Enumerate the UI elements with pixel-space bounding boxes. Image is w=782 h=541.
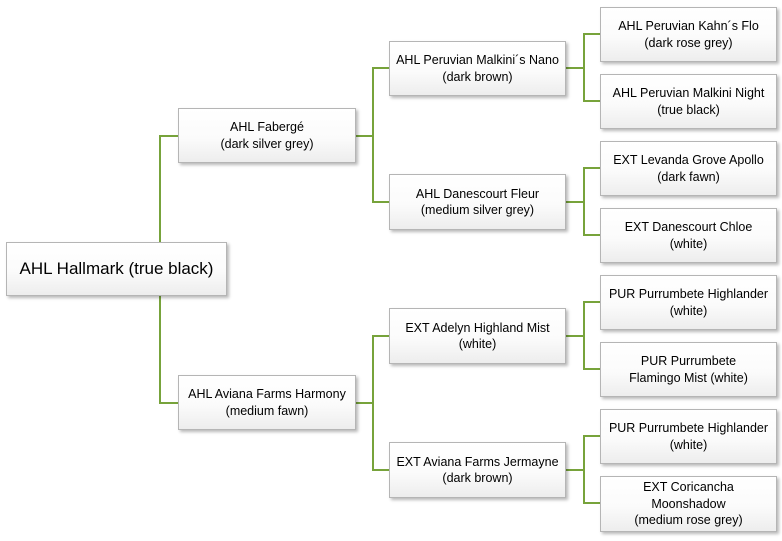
ds-dam-name: PUR Purrumbete <box>640 354 737 368</box>
connector-sd-branch <box>583 167 600 236</box>
ss-dam-node: AHL Peruvian Malkini Night (true black) <box>600 74 777 129</box>
sd-sire-color: (dark fawn) <box>657 169 720 184</box>
dam-name: AHL Aviana Farms Harmony <box>188 387 346 401</box>
dd-dam-name-cont: Moonshadow <box>651 496 726 511</box>
root-node: AHL Hallmark (true black) <box>6 242 227 296</box>
sire-dam-name: AHL Danescourt Fleur <box>415 186 540 201</box>
ds-sire-color: (white) <box>669 303 708 318</box>
connector-root-to-dam <box>159 269 178 404</box>
sd-dam-name: EXT Danescourt Chloe <box>624 220 753 234</box>
ds-dam-color: Flamingo Mist (white) <box>629 370 748 385</box>
dd-dam-color: (medium rose grey) <box>634 513 743 528</box>
dam-sire-node: EXT Adelyn Highland Mist (white) <box>389 308 566 364</box>
sire-dam-color: (medium silver grey) <box>420 203 535 217</box>
sire-sire-node: AHL Peruvian Malkini´s Nano (dark brown) <box>389 41 566 96</box>
dd-dam-node: EXT Coricancha Moonshadow (medium rose g… <box>600 476 777 532</box>
sd-sire-node: EXT Levanda Grove Apollo (dark fawn) <box>600 141 777 196</box>
dam-sire-color: (white) <box>458 337 497 351</box>
dd-sire-name: PUR Purrumbete Highlander <box>608 421 769 435</box>
sire-name: AHL Fabergé <box>230 120 304 134</box>
sd-dam-color: (white) <box>669 236 708 251</box>
dam-node: AHL Aviana Farms Harmony (medium fawn) <box>178 375 356 430</box>
dam-color: (medium fawn) <box>225 403 309 418</box>
sire-sire-color: (dark brown) <box>442 69 513 84</box>
ss-sire-node: AHL Peruvian Kahn´s Flo (dark rose grey) <box>600 7 777 62</box>
dam-dam-node: EXT Aviana Farms Jermayne (dark brown) <box>389 442 566 498</box>
sd-dam-node: EXT Danescourt Chloe (white) <box>600 208 777 263</box>
dam-sire-name: EXT Adelyn Highland Mist <box>405 320 550 335</box>
root-label: AHL Hallmark (true black) <box>19 259 214 278</box>
connector-ss-branch <box>583 33 600 102</box>
sd-sire-name: EXT Levanda Grove Apollo <box>613 153 764 167</box>
ss-dam-color: (true black) <box>657 102 720 117</box>
dam-dam-color: (dark brown) <box>442 471 513 485</box>
ss-dam-name: AHL Peruvian Malkini Night <box>612 86 765 100</box>
ss-sire-color: (dark rose grey) <box>644 35 733 50</box>
ss-sire-name: AHL Peruvian Kahn´s Flo <box>618 19 759 33</box>
sire-color: (dark silver grey) <box>220 136 314 151</box>
ds-dam-node: PUR Purrumbete Flamingo Mist (white) <box>600 342 777 397</box>
dam-dam-name: EXT Aviana Farms Jermayne <box>396 454 559 469</box>
ds-sire-name: PUR Purrumbete Highlander <box>608 287 769 301</box>
connector-sire-branch <box>372 67 389 203</box>
ds-sire-node: PUR Purrumbete Highlander (white) <box>600 275 777 330</box>
dd-dam-name: EXT Coricancha <box>643 480 734 495</box>
dd-sire-node: PUR Purrumbete Highlander (white) <box>600 409 777 464</box>
sire-node: AHL Fabergé (dark silver grey) <box>178 108 356 163</box>
sire-dam-node: AHL Danescourt Fleur (medium silver grey… <box>389 174 566 230</box>
connector-dam-branch <box>372 335 389 471</box>
sire-sire-name: AHL Peruvian Malkini´s Nano <box>396 53 559 67</box>
connector-root-to-sire <box>159 135 178 269</box>
connector-ds-branch <box>583 301 600 370</box>
connector-dd-branch <box>583 435 600 504</box>
dd-sire-color: (white) <box>669 437 708 452</box>
